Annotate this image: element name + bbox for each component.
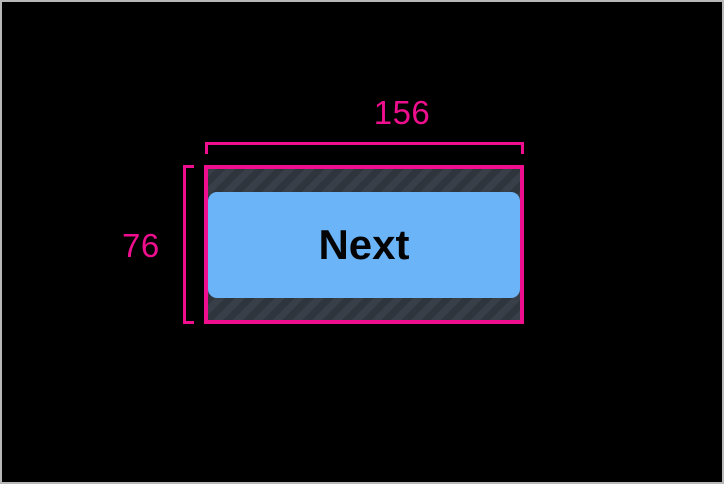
element-selection-outline: Next: [204, 165, 524, 324]
element-padding-hatch: Next: [208, 169, 520, 320]
width-dimension-label: 156: [373, 94, 431, 131]
height-dimension-label: 76: [122, 227, 160, 264]
next-button[interactable]: Next: [208, 191, 520, 298]
width-dimension-bracket: [205, 142, 524, 154]
height-dimension-bracket: [183, 165, 194, 324]
